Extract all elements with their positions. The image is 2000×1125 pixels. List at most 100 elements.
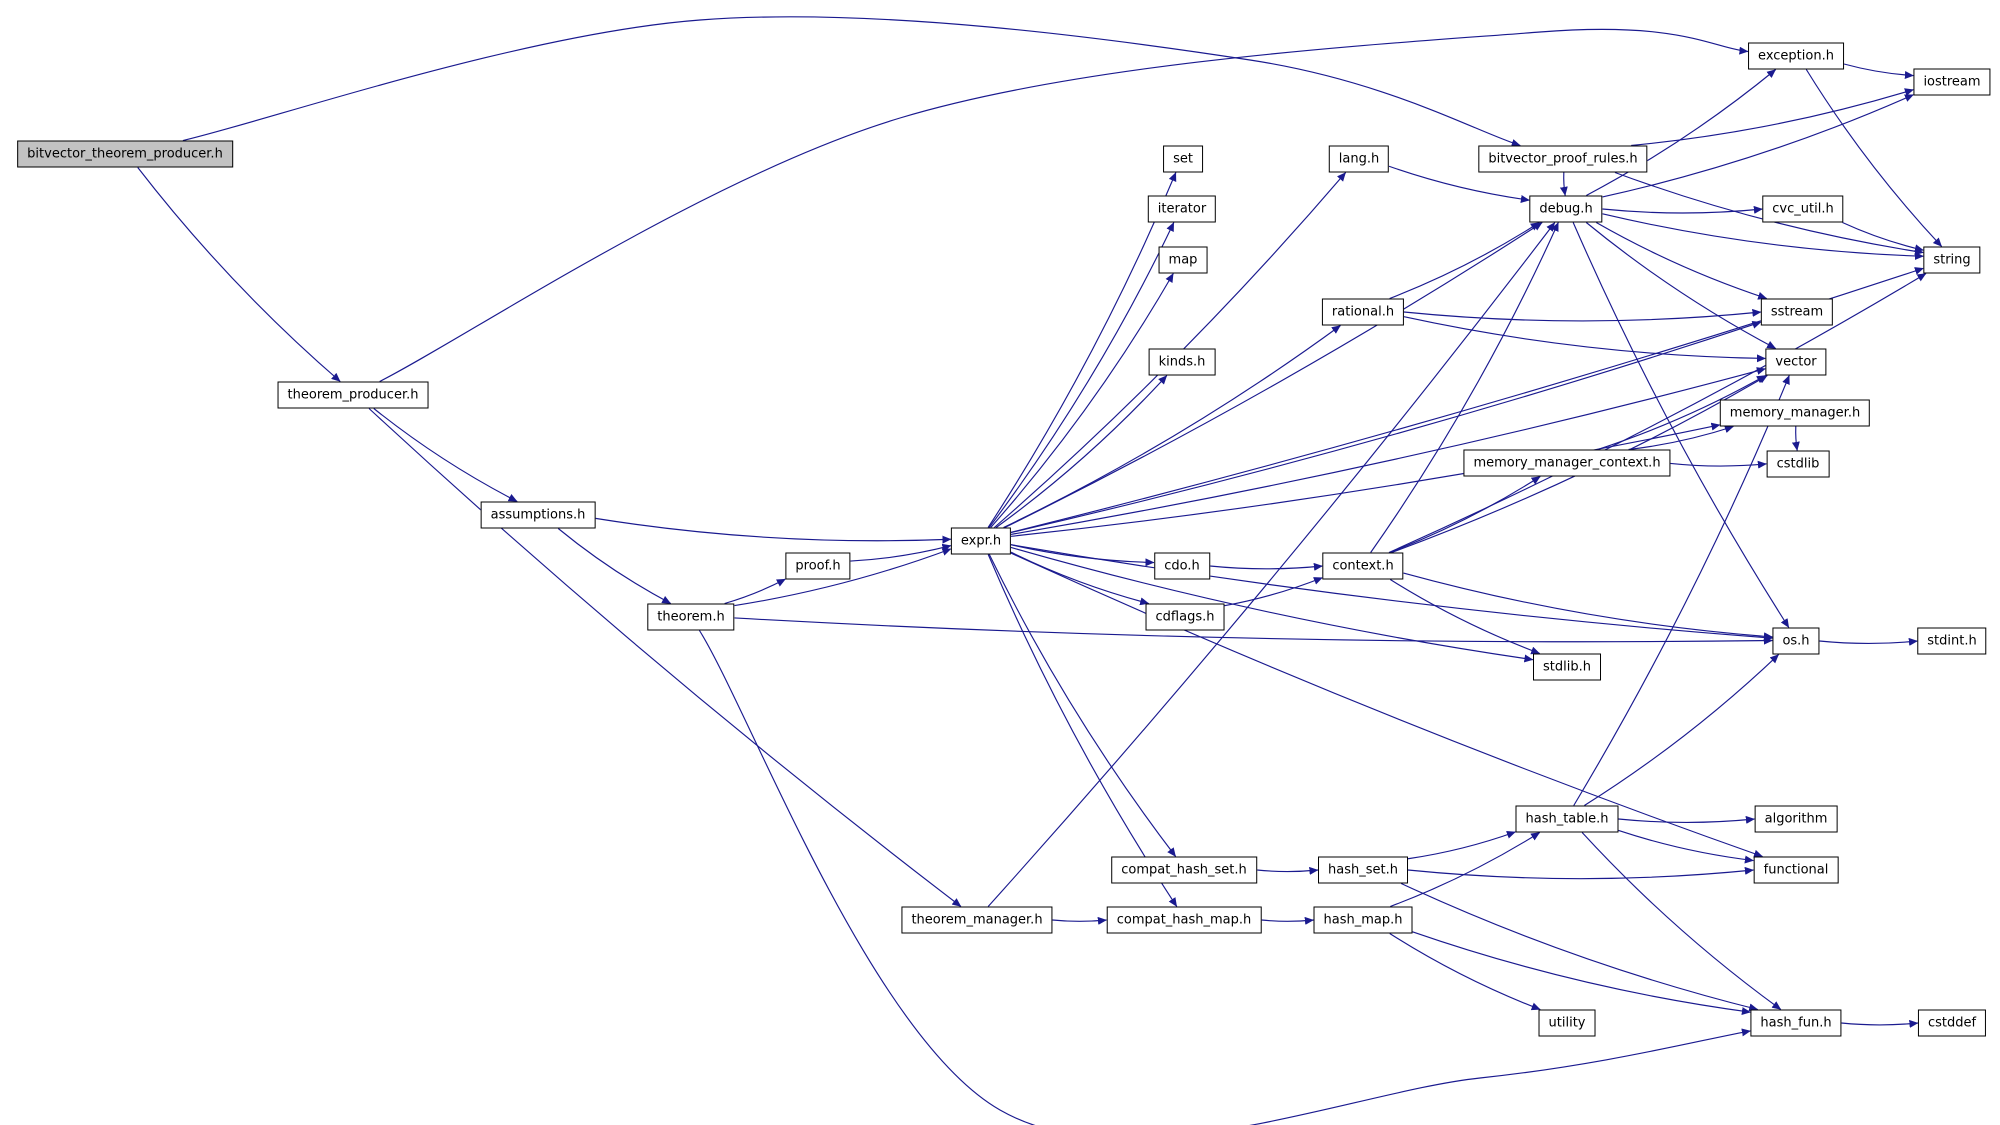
edge-context-to-os (1403, 572, 1773, 641)
edge-cdo-to-context (1209, 562, 1323, 571)
edge-cvcutil-to-string (1842, 221, 1924, 253)
edge-expr-to-vector (1010, 367, 1766, 535)
graph-node-stdlibh[interactable]: stdlib.h (1533, 653, 1601, 681)
graph-node-memmgr[interactable]: memory_manager.h (1719, 399, 1871, 427)
edge-expr-to-memmgr (1010, 422, 1721, 537)
graph-node-iostream[interactable]: iostream (1913, 68, 1991, 96)
edge-cdflags-to-context (1224, 577, 1323, 607)
edge-memmgr-to-cstdlib (1791, 426, 1800, 451)
edge-assum-to-theorem (557, 528, 672, 605)
edge-tp-to-assum (373, 408, 518, 503)
graph-node-expr[interactable]: expr.h (950, 527, 1012, 555)
edge-debug-to-cvcutil (1602, 205, 1763, 214)
graph-node-map[interactable]: map (1158, 246, 1208, 274)
edge-hashset-to-hashtable (1407, 831, 1516, 860)
edge-bvtp-to-bvpr (182, 16, 1521, 147)
edge-debug-to-exception (1586, 69, 1777, 197)
edge-rational-to-sstream (1403, 308, 1762, 322)
edge-expr-to-chs (988, 554, 1177, 857)
edge-hashfun-to-cstddef (1841, 1019, 1919, 1028)
edge-theorem-to-os (734, 617, 1773, 645)
edge-hashmap-to-utility (1389, 933, 1541, 1011)
edge-expr-to-iterator (988, 222, 1175, 528)
graph-node-functional[interactable]: functional (1753, 856, 1839, 884)
graph-node-bvtp: bitvector_theorem_producer.h (17, 140, 233, 168)
edge-debug-to-sstream (1595, 222, 1768, 300)
graph-node-algorithm[interactable]: algorithm (1754, 805, 1838, 833)
graph-node-assum[interactable]: assumptions.h (480, 501, 596, 529)
graph-node-set[interactable]: set (1163, 145, 1203, 173)
edge-hashmap-to-hashfun (1412, 931, 1751, 1015)
edge-assum-to-expr (595, 517, 952, 544)
edge-expr-to-cdflags (1010, 551, 1150, 606)
edge-expr-to-stdlibh (1010, 546, 1534, 663)
edge-tp-to-thmmgr (368, 408, 962, 907)
graph-node-kinds[interactable]: kinds.h (1148, 348, 1216, 376)
edge-expr-to-cdo (1010, 544, 1155, 567)
edge-debug-to-vector (1585, 222, 1777, 350)
graph-node-cdo[interactable]: cdo.h (1154, 552, 1210, 580)
edge-hashset-to-hashfun (1400, 882, 1759, 1012)
graph-node-context[interactable]: context.h (1322, 552, 1404, 580)
graph-node-memmgrctx[interactable]: memory_manager_context.h (1463, 449, 1671, 477)
edge-debug-to-string (1602, 213, 1924, 260)
graph-node-cstddef[interactable]: cstddef (1917, 1009, 1987, 1037)
edge-hashtable-to-hashfun (1581, 832, 1782, 1010)
edge-chs-to-hashset (1256, 866, 1319, 875)
edge-memmgrctx-to-cstdlib (1670, 460, 1767, 469)
edge-thmmgr-to-chm (1052, 916, 1107, 925)
graph-node-cvcutil[interactable]: cvc_util.h (1762, 195, 1844, 223)
graph-node-utility[interactable]: utility (1538, 1009, 1596, 1037)
graph-node-debug[interactable]: debug.h (1529, 195, 1603, 223)
graph-node-vector[interactable]: vector (1765, 348, 1827, 376)
graph-node-string[interactable]: string (1923, 246, 1981, 274)
edge-context-to-memmgrctx (1389, 476, 1541, 554)
edge-hashtable-to-os (1584, 654, 1780, 806)
edge-context-to-debug (1370, 222, 1559, 553)
graph-node-cstdlib[interactable]: cstdlib (1766, 450, 1830, 478)
graph-node-exception[interactable]: exception.h (1748, 42, 1844, 70)
edge-hashtable-to-vector (1573, 375, 1790, 806)
graph-node-hashfun[interactable]: hash_fun.h (1750, 1009, 1842, 1037)
edge-exception-to-iostream (1843, 63, 1914, 80)
edge-bvpr-to-iostream (1631, 88, 1914, 147)
graph-node-tp[interactable]: theorem_producer.h (277, 381, 429, 409)
graph-node-stdint[interactable]: stdint.h (1917, 627, 1987, 655)
graph-node-bvpr[interactable]: bitvector_proof_rules.h (1478, 145, 1648, 173)
edge-context-to-string (1388, 273, 1927, 554)
graph-node-os[interactable]: os.h (1772, 627, 1820, 655)
edge-theorem-to-expr (734, 548, 952, 607)
edge-bvtp-to-tp (137, 167, 341, 382)
graph-node-thmmgr[interactable]: theorem_manager.h (901, 906, 1053, 934)
edge-debug-to-os (1572, 222, 1790, 628)
graph-node-sstream[interactable]: sstream (1760, 298, 1834, 326)
graph-node-iterator[interactable]: iterator (1147, 195, 1217, 223)
graph-node-chm[interactable]: compat_hash_map.h (1106, 906, 1262, 934)
edge-rational-to-debug (1389, 222, 1540, 300)
edge-expr-to-map (990, 273, 1174, 528)
graph-node-theorem[interactable]: theorem.h (647, 603, 735, 631)
edge-chm-to-hashmap (1261, 916, 1314, 925)
edge-expr-to-debug (1004, 222, 1543, 529)
graph-node-lang[interactable]: lang.h (1328, 145, 1390, 173)
edge-debug-to-iostream (1602, 94, 1914, 198)
graph-node-proof[interactable]: proof.h (785, 552, 851, 580)
edge-expr-to-functional (1010, 552, 1763, 858)
edge-expr-to-kinds (995, 375, 1168, 528)
edge-hashset-to-functional (1407, 866, 1754, 880)
edge-memmgrctx-to-memmgr (1628, 425, 1734, 451)
edge-bvpr-to-debug (1559, 172, 1568, 196)
graph-node-hashtable[interactable]: hash_table.h (1515, 805, 1619, 833)
graph-node-rational[interactable]: rational.h (1321, 298, 1405, 326)
edge-thmmgr-to-debug (987, 222, 1556, 907)
graph-node-cdflags[interactable]: cdflags.h (1145, 603, 1225, 631)
graph-node-chs[interactable]: compat_hash_set.h (1111, 856, 1257, 884)
edge-os-to-stdint (1819, 637, 1918, 646)
graph-node-hashset[interactable]: hash_set.h (1318, 856, 1408, 884)
edge-memmgrctx-to-vector (1597, 374, 1766, 451)
edge-hashtable-to-algorithm (1618, 815, 1755, 824)
edge-theorem-to-proof (724, 578, 786, 605)
graph-node-hashmap[interactable]: hash_map.h (1313, 906, 1413, 934)
